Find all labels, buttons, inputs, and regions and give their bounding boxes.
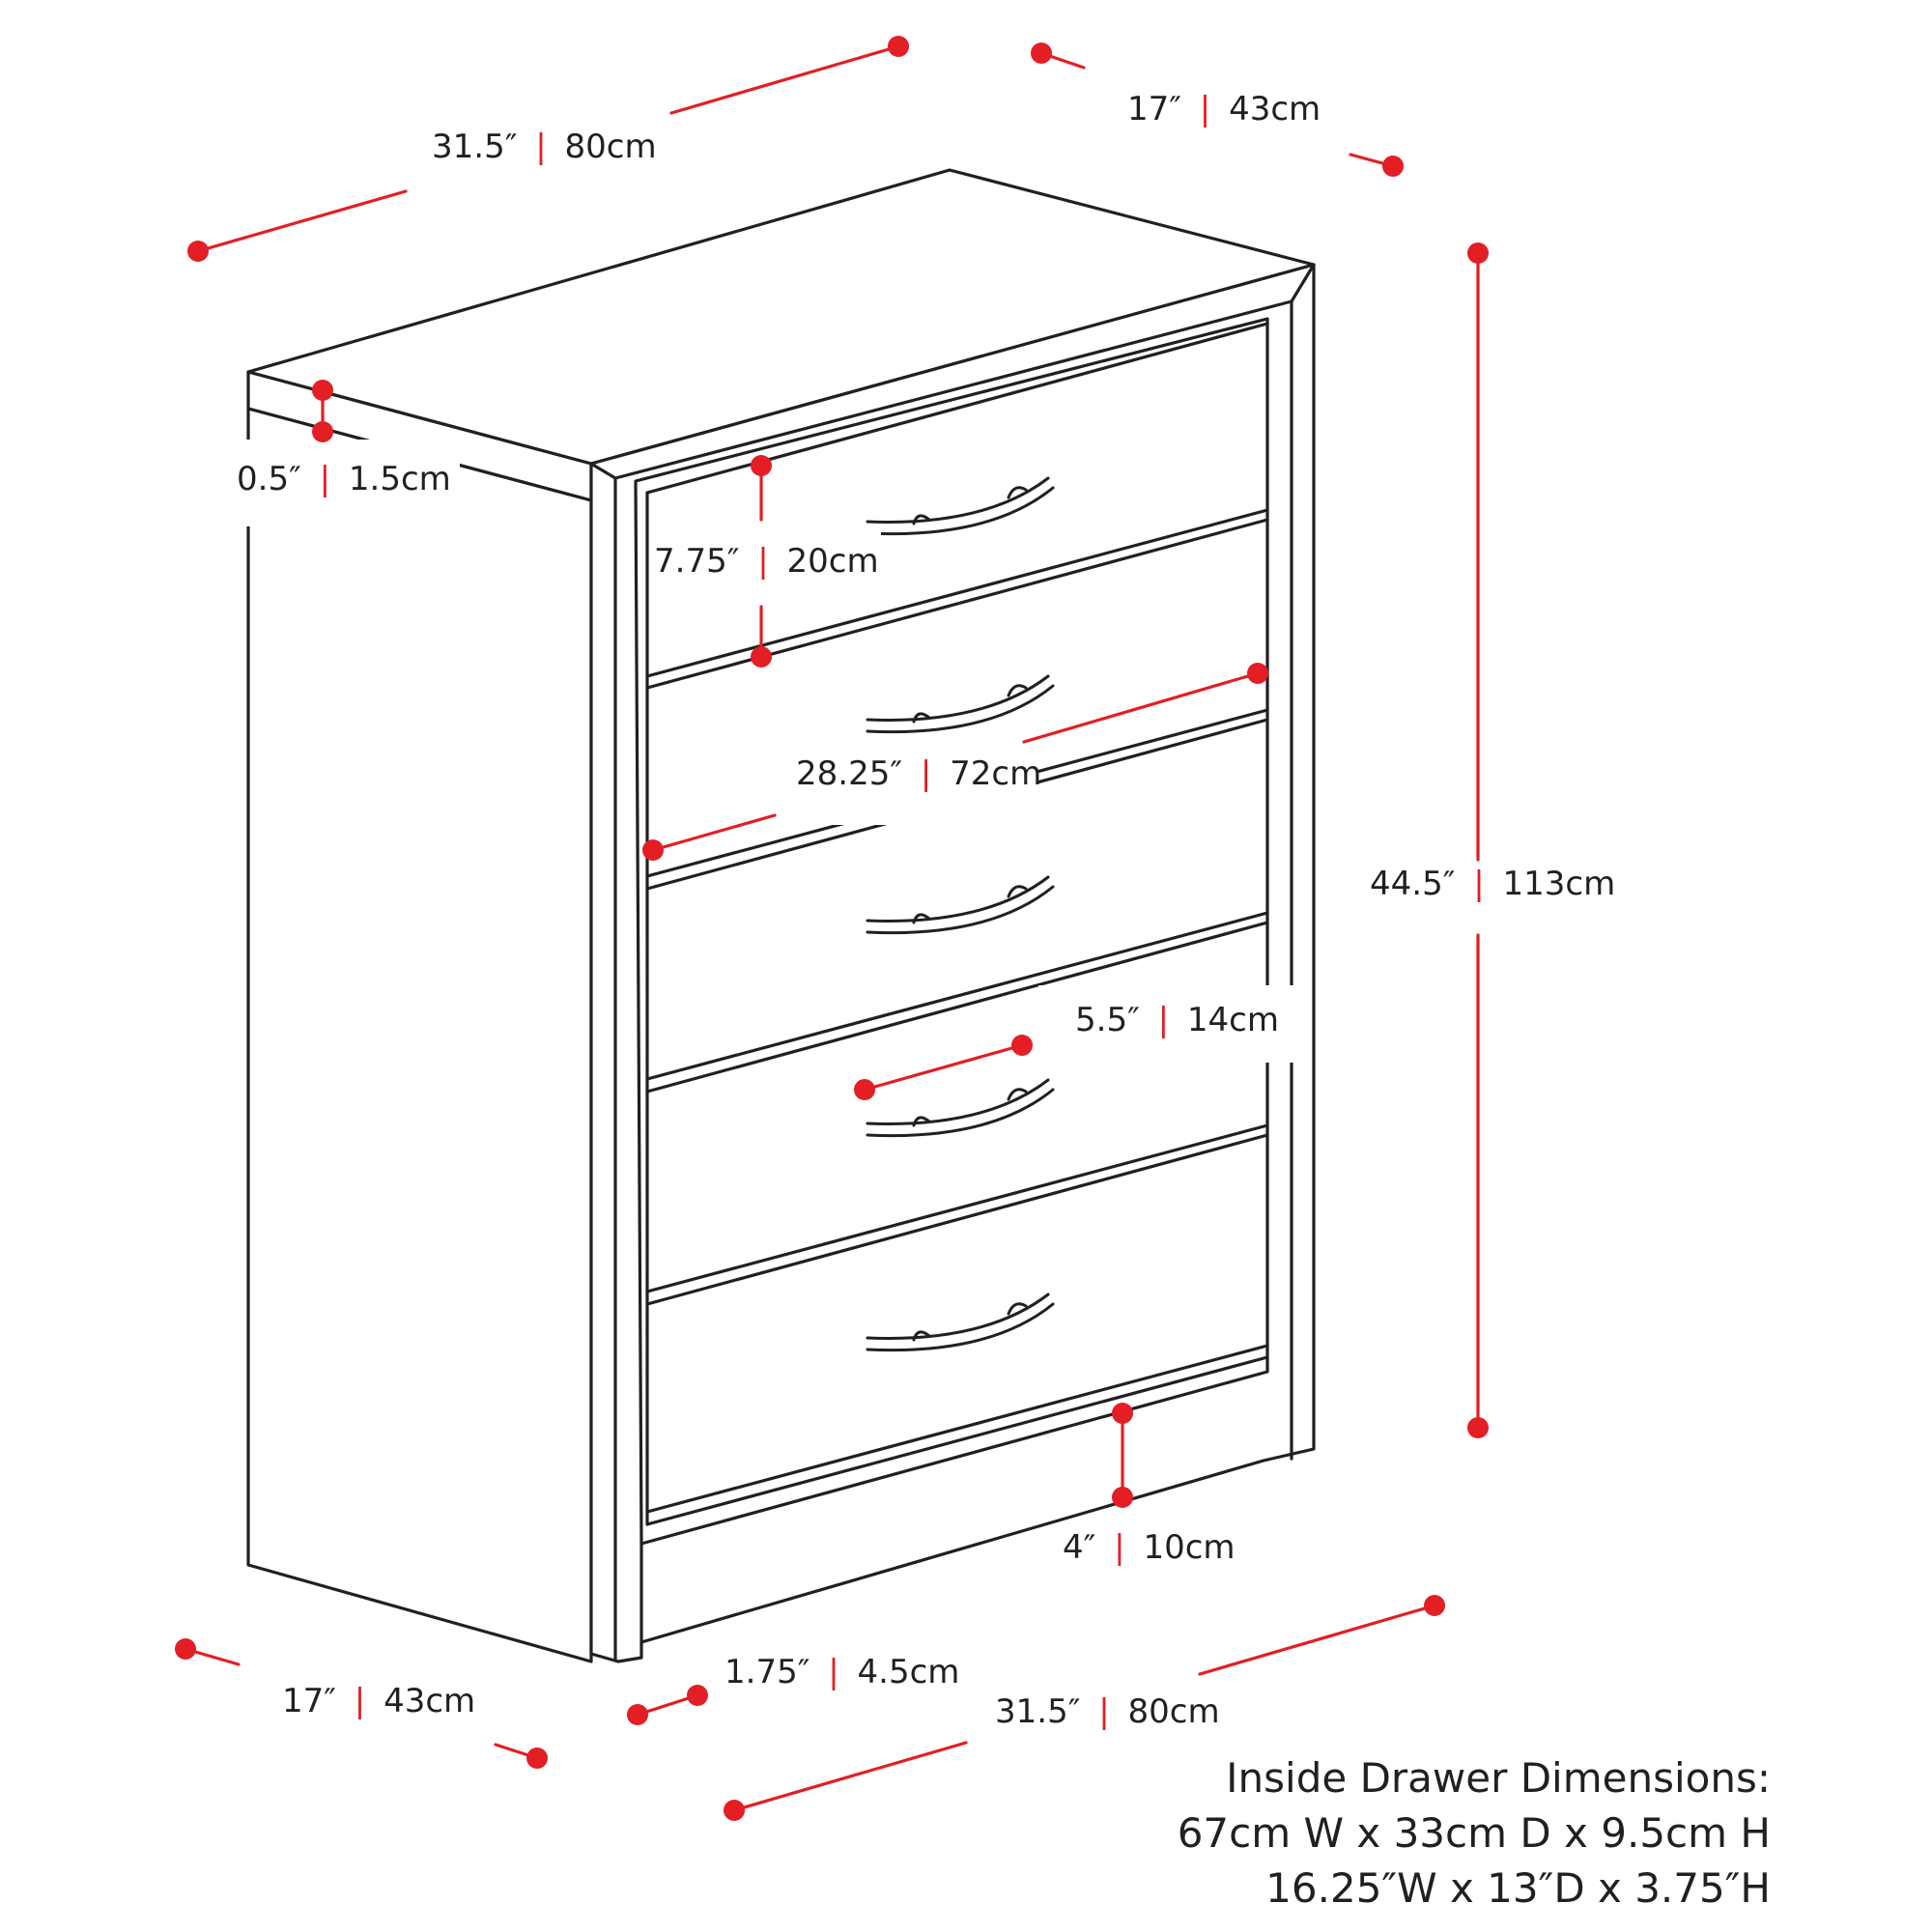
dimension-top-width: 31.5″ | 80cm [187, 36, 909, 262]
svg-text:17″ | 43cm: 17″ | 43cm [1127, 90, 1321, 128]
label-cm: 10cm [1143, 1528, 1235, 1567]
inside-drawer-metric: 67cm W x 33cm D x 9.5cm H [1177, 1809, 1771, 1857]
svg-text:31.5″ | 80cm: 31.5″ | 80cm [432, 128, 657, 166]
svg-text:31.5″ | 80cm: 31.5″ | 80cm [995, 1692, 1220, 1731]
dimension-bottom-depth: 17″ | 43cm [175, 1638, 548, 1769]
drawer-bay-left [634, 481, 643, 1546]
svg-text:44.5″ | 113cm: 44.5″ | 113cm [1370, 865, 1615, 903]
dimension-base-height: 4″ | 10cm [1063, 1403, 1236, 1567]
dimension-top-thickness: 0.5″ | 1.5cm [228, 380, 460, 526]
inside-drawer-dimensions: Inside Drawer Dimensions: 67cm W x 33cm … [1178, 1750, 1771, 1916]
drawer-handle-3 [866, 875, 1055, 935]
svg-text:17″ | 43cm: 17″ | 43cm [282, 1682, 475, 1720]
separator: | [828, 1653, 838, 1691]
label-inches: 5.5″ [1075, 1001, 1140, 1039]
dimension-drawer-height: 7.75″ | 20cm [649, 455, 881, 668]
dimension-top-depth: 17″ | 43cm [1031, 43, 1404, 177]
dimension-drawer-width: 28.25″ | 72cm [642, 663, 1268, 861]
label-inches: 1.75″ [724, 1653, 810, 1691]
svg-text:0.5″ | 1.5cm: 0.5″ | 1.5cm [237, 460, 451, 498]
label-inches: 31.5″ [995, 1692, 1080, 1731]
label-cm: 43cm [384, 1682, 475, 1720]
separator: | [535, 128, 546, 166]
label-inches: 17″ [282, 1682, 336, 1720]
dresser-side-panel [246, 407, 593, 1663]
label-inches: 44.5″ [1370, 865, 1455, 903]
dimension-bottom-width: 31.5″ | 80cm [724, 1595, 1445, 1821]
drawer-bay [634, 317, 1269, 1644]
svg-text:7.75″ | 20cm: 7.75″ | 20cm [654, 542, 879, 581]
label-cm: 1.5cm [349, 460, 451, 498]
dresser-drawing [246, 168, 1316, 1663]
label-cm: 14cm [1187, 1001, 1279, 1039]
drawer-handles [866, 476, 1055, 1352]
drawer-handle-2 [866, 674, 1055, 734]
svg-text:1.75″ | 4.5cm: 1.75″ | 4.5cm [724, 1653, 959, 1691]
separator: | [1114, 1528, 1124, 1567]
separator: | [1473, 865, 1484, 903]
drawer-handle-1 [866, 476, 1055, 536]
label-cm: 80cm [1128, 1692, 1220, 1731]
dresser-front-frame [589, 263, 1316, 1663]
dimension-handle-width: 5.5″ | 14cm [854, 985, 1299, 1100]
label-cm: 80cm [565, 128, 657, 166]
dimension-side-trim: 1.75″ | 4.5cm [627, 1653, 959, 1725]
drawer-handle-5 [866, 1293, 1055, 1352]
dimension-total-height: 44.5″ | 113cm [1370, 242, 1615, 1438]
separator: | [320, 460, 330, 498]
svg-text:4″ | 10cm: 4″ | 10cm [1063, 1528, 1236, 1567]
dimensions: 31.5″ | 80cm 17″ | 43cm 0.5″ [175, 36, 1615, 1821]
label-inches: 0.5″ [237, 460, 301, 498]
separator: | [921, 754, 931, 793]
separator: | [757, 542, 768, 581]
drawer-handle-4 [866, 1078, 1055, 1138]
label-inches: 7.75″ [654, 542, 739, 581]
inside-drawer-imperial: 16.25″W x 13″D x 3.75″H [1265, 1864, 1771, 1912]
label-inches: 31.5″ [432, 128, 517, 166]
label-cm: 20cm [787, 542, 879, 581]
svg-text:28.25″ | 72cm: 28.25″ | 72cm [796, 754, 1041, 793]
separator: | [1200, 90, 1210, 128]
label-inches: 4″ [1063, 1528, 1095, 1567]
label-cm: 4.5cm [858, 1653, 960, 1691]
label-inches: 28.25″ [796, 754, 902, 793]
label-cm: 72cm [950, 754, 1041, 793]
label-inches: 17″ [1127, 90, 1181, 128]
label-cm: 43cm [1229, 90, 1321, 128]
svg-text:5.5″ | 14cm: 5.5″ | 14cm [1075, 1001, 1279, 1039]
separator: | [355, 1682, 365, 1720]
label-cm: 113cm [1503, 865, 1616, 903]
separator: | [1098, 1692, 1109, 1731]
separator: | [1158, 1001, 1169, 1039]
inside-drawer-heading: Inside Drawer Dimensions: [1226, 1754, 1771, 1802]
frame-inner-top [613, 299, 1293, 480]
